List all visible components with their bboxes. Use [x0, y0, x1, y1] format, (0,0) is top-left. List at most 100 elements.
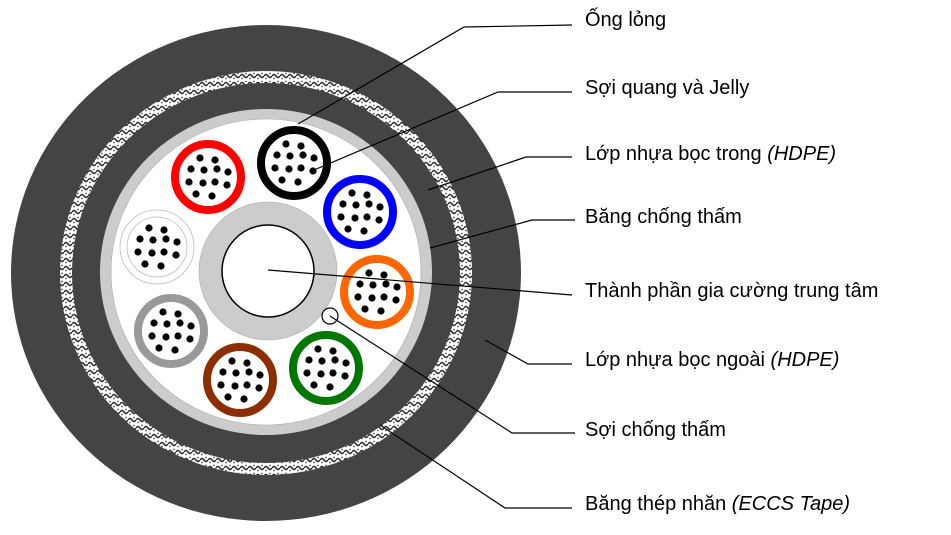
optical-fiber [380, 293, 388, 301]
leader-central-strength-member [267, 269, 573, 296]
optical-fiber [141, 260, 149, 268]
optical-fiber [351, 214, 359, 222]
optical-fiber [273, 151, 281, 159]
optical-fiber [134, 248, 142, 256]
loose-tube-red [171, 140, 245, 214]
optical-fiber [278, 176, 286, 184]
optical-fiber [297, 142, 305, 150]
optical-fiber [329, 347, 337, 355]
optical-fiber [392, 296, 400, 304]
loose-tube-black [257, 126, 331, 200]
optical-fiber [232, 369, 240, 377]
optical-fiber [393, 283, 401, 291]
optical-fiber [341, 372, 349, 380]
optical-fiber [354, 293, 362, 301]
tube-wall [340, 255, 414, 329]
optical-fiber [187, 322, 195, 330]
optical-fiber [199, 179, 207, 187]
optical-fiber [224, 393, 232, 401]
optical-fiber [217, 381, 225, 389]
optical-fiber [224, 168, 232, 176]
optical-fiber [255, 384, 263, 392]
optical-fiber [157, 262, 165, 270]
optical-fiber [309, 167, 317, 175]
label-note: (HDPE) [770, 349, 840, 371]
optical-fiber [162, 333, 170, 341]
optical-fiber [363, 213, 371, 221]
optical-fiber [150, 319, 158, 327]
loose-tube-orange [340, 255, 414, 329]
label-text: Lớp nhựa bọc trong [585, 143, 768, 165]
optical-fiber [223, 181, 231, 189]
optical-fiber [365, 200, 373, 208]
optical-fiber [240, 395, 248, 403]
label-water-blocking-yarn: Sợi chống thấm [585, 418, 726, 442]
optical-fiber [163, 320, 171, 328]
leader-inner-sheath [427, 156, 572, 191]
leader-water-blocking-yarn [329, 315, 575, 434]
tube-wall [203, 343, 277, 417]
optical-fiber [375, 216, 383, 224]
label-corrugated-steel-tape: Băng thép nhăn (ECCS Tape) [585, 492, 850, 516]
optical-fiber [185, 178, 193, 186]
optical-fiber [369, 281, 377, 289]
label-note: (HDPE) [767, 143, 837, 165]
optical-fiber [187, 165, 195, 173]
leader-lines [267, 24, 575, 509]
optical-fiber [286, 152, 294, 160]
optical-fiber [160, 226, 168, 234]
optical-fiber [342, 359, 350, 367]
optical-fiber [380, 271, 388, 279]
optical-fiber [331, 356, 339, 364]
label-text: Thành phần gia cường trung tâm [585, 280, 879, 302]
optical-fiber [186, 335, 194, 343]
loose-tube-green [289, 331, 363, 405]
optical-fiber [213, 165, 221, 173]
loose-tube-blue [323, 175, 397, 249]
optical-fiber [344, 225, 352, 233]
tube-wall [323, 175, 397, 249]
optical-fiber [174, 332, 182, 340]
label-loose-tube: Ống lỏng [585, 8, 666, 32]
optical-fiber [310, 381, 318, 389]
optical-fiber [382, 280, 390, 288]
optical-fiber [243, 381, 251, 389]
optical-fiber [172, 251, 180, 259]
optical-fiber [173, 238, 181, 246]
optical-fiber [294, 178, 302, 186]
optical-fiber [196, 154, 204, 162]
central-strength-member [198, 201, 338, 341]
optical-fiber [159, 308, 167, 316]
tube-wall [289, 331, 363, 405]
optical-fiber [337, 213, 345, 221]
leader-corrugated-steel-tape [379, 424, 572, 509]
optical-fiber [310, 154, 318, 162]
optical-fiber [245, 368, 253, 376]
optical-fiber [360, 227, 368, 235]
optical-fiber [314, 345, 322, 353]
optical-fiber [149, 236, 157, 244]
loose-tubes [119, 126, 414, 417]
label-inner-sheath: Lớp nhựa bọc trong (HDPE) [585, 142, 836, 166]
optical-fiber [305, 356, 313, 364]
loose-tube-white [119, 209, 195, 285]
optical-fiber [171, 346, 179, 354]
optical-fiber [303, 369, 311, 377]
optical-fiber [282, 140, 290, 148]
optical-fiber [219, 368, 227, 376]
optical-fiber [192, 190, 200, 198]
leader-loose-tube [297, 24, 573, 125]
central-member-core [221, 224, 315, 318]
tube-inner-wall [126, 216, 188, 278]
optical-fiber [356, 280, 364, 288]
optical-fiber [297, 164, 305, 172]
label-text: Băng chống thấm [585, 206, 742, 228]
optical-fiber [155, 344, 163, 352]
label-text: Sợi chống thấm [585, 419, 726, 441]
leader-optical-fiber-jelly [313, 91, 572, 171]
tube-wall [119, 209, 195, 285]
label-outer-sheath: Lớp nhựa bọc ngoài (HDPE) [585, 348, 839, 372]
optical-fiber [361, 305, 369, 313]
optical-fiber [285, 165, 293, 173]
